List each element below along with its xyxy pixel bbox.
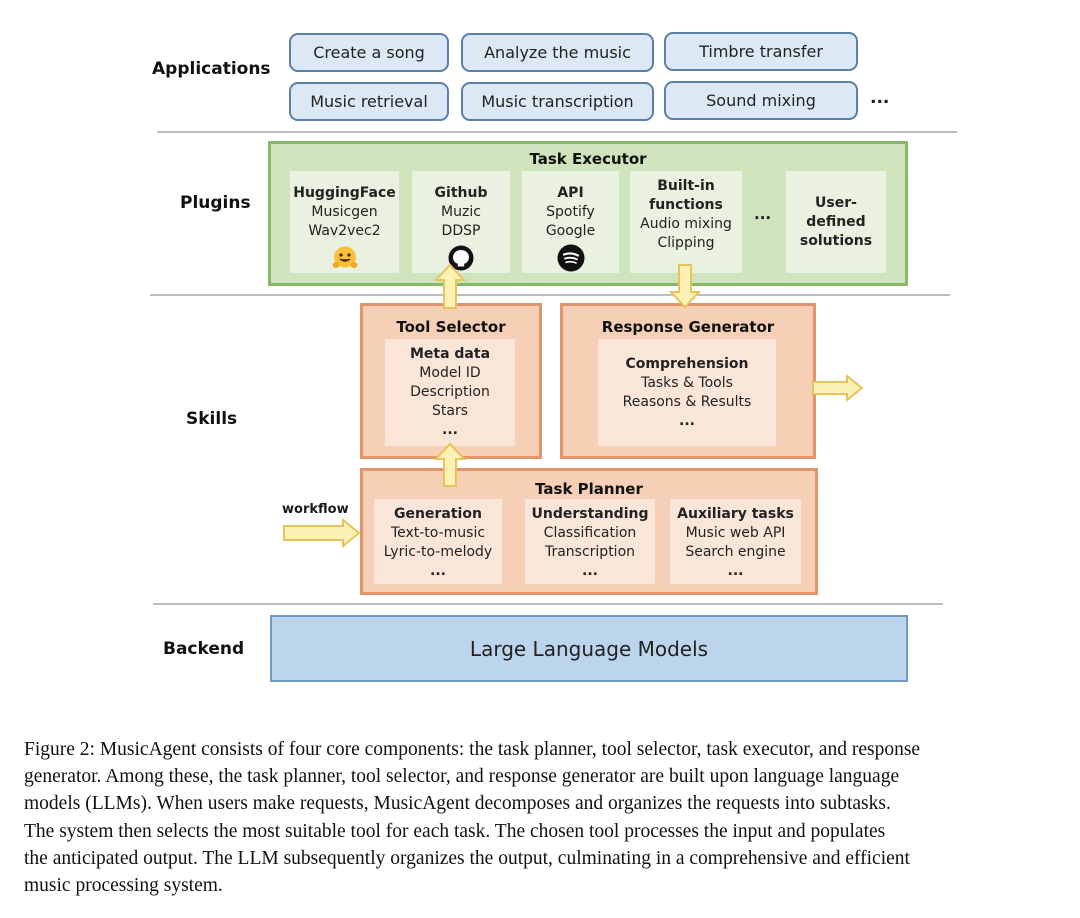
plugin-built-in-title: functions [649,197,723,213]
plugin-github-line: Muzic [441,204,481,220]
caption-line: generator. Among these, the task planner… [24,766,900,788]
backend-llm-box: Large Language Models [270,615,908,682]
arrow-built-in-to-response-generator [668,264,702,309]
auxiliary-title: Auxiliary tasks [677,506,794,522]
huggingface-icon [332,246,357,268]
understanding-title: Understanding [531,506,649,522]
workflow-label: workflow [282,502,349,517]
spotify-icon [557,244,584,272]
plugin-user-defined-title: defined [806,214,866,230]
understanding-line: Transcription [544,544,636,560]
auxiliary-line: ... [727,563,744,579]
plugin-built-in-line: Clipping [657,235,715,251]
metadata-line: Stars [431,403,468,419]
comprehension-card: Comprehension Tasks & Tools Reasons & Re… [598,339,776,446]
arrow-workflow-input [283,517,361,549]
understanding-line: ... [582,563,598,579]
caption-line: Figure 2: MusicAgent consists of four co… [24,739,921,760]
metadata-line: Description [410,384,490,400]
application-music-transcription: Music transcription [461,82,654,121]
plugin-built-in-title: Built-in [657,178,715,194]
application-analyze-music: Analyze the music [461,33,654,72]
divider-applications-plugins [157,131,957,133]
task-planner-title: Task Planner [535,480,643,498]
plugin-built-in-line: Audio mixing [640,216,732,232]
application-create-song: Create a song [289,33,449,72]
task-executor-title: Task Executor [529,150,647,168]
understanding-line: Classification [543,525,637,541]
row-label-skills: Skills [186,409,238,429]
plugin-github: Github Muzic DDSP [412,171,510,273]
caption-line: music processing system. [24,875,223,897]
plugin-github-line: DDSP [441,223,481,239]
tool-selector-title: Tool Selector [396,318,506,336]
auxiliary-line: Music web API [685,525,786,541]
auxiliary-line: Search engine [685,544,786,560]
plugin-api-title: API [557,185,584,201]
task-planner-generation-card: Generation Text-to-music Lyric-to-melody… [374,499,502,584]
caption-line: The system then selects the most suitabl… [24,820,886,842]
row-label-plugins: Plugins [180,193,251,213]
comprehension-line: ... [679,413,695,429]
caption-line: models (LLMs). When users make requests,… [24,793,891,815]
task-planner-understanding-card: Understanding Classification Transcripti… [525,499,655,584]
metadata-title: Meta data [409,346,491,362]
figure-caption: Figure 2: MusicAgent consists of four co… [24,736,1058,899]
arrow-tool-selector-to-github [433,263,467,309]
comprehension-title: Comprehension [625,356,749,372]
plugin-api-line: Spotify [546,204,595,220]
plugin-github-title: Github [434,185,488,201]
metadata-line: ... [442,422,458,438]
plugin-huggingface-title: HuggingFace [293,185,396,201]
plugin-api: API Spotify Google [522,171,619,273]
application-music-retrieval: Music retrieval [289,82,449,121]
tool-selector-metadata-card: Meta data Model ID Description Stars ... [385,339,515,446]
plugin-user-defined-title: User- [815,195,857,211]
arrow-response-output [812,373,864,403]
plugins-more-ellipsis: ... [754,205,772,223]
plugin-huggingface-line: Musicgen [311,204,378,220]
comprehension-line: Reasons & Results [622,394,752,410]
row-label-applications: Applications [152,59,271,79]
caption-line: the anticipated output. The LLM subseque… [24,847,910,869]
comprehension-line: Tasks & Tools [641,375,733,391]
application-sound-mixing: Sound mixing [664,81,858,120]
generation-line: Lyric-to-melody [383,544,493,560]
generation-line: Text-to-music [390,525,486,541]
row-label-backend: Backend [163,639,245,659]
metadata-line: Model ID [419,365,481,381]
application-timbre-transfer: Timbre transfer [664,32,858,71]
plugin-huggingface-line: Wav2vec2 [308,223,381,239]
github-icon [448,245,474,271]
plugin-api-line: Google [545,223,596,239]
divider-skills-backend [153,603,943,605]
generation-line: ... [430,563,446,579]
applications-more-ellipsis: ... [870,88,890,108]
generation-title: Generation [394,506,482,522]
divider-plugins-skills [150,294,950,296]
plugin-built-in-functions: Built-in functions Audio mixing Clipping [630,171,742,273]
arrow-task-planner-to-tool-selector [433,442,467,487]
plugin-user-defined: User- defined solutions [786,171,886,273]
response-generator-title: Response Generator [601,318,775,336]
task-planner-auxiliary-card: Auxiliary tasks Music web API Search eng… [670,499,801,584]
plugin-user-defined-title: solutions [799,233,873,249]
plugin-huggingface: HuggingFace Musicgen Wav2vec2 [290,171,399,273]
